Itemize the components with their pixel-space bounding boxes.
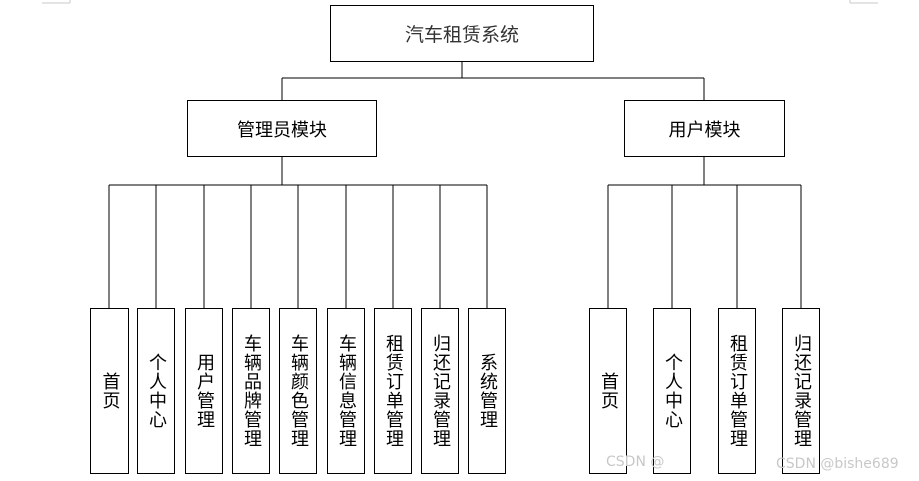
watermark-text-1: CSDN @ xyxy=(606,454,665,470)
leaf-node-admin-profile: 个人中心 xyxy=(137,308,175,474)
leaf-node-admin-system: 系统管理 xyxy=(468,308,506,474)
leaf-node-admin-home: 首页 xyxy=(90,308,129,474)
leaf-node-admin-users: 用户管理 xyxy=(185,308,223,474)
leaf-node-user-return-records: 归还记录管理 xyxy=(782,308,820,474)
connector-lines xyxy=(108,62,802,308)
leaf-node-admin-brand: 车辆品牌管理 xyxy=(232,308,270,474)
root-node: 汽车租赁系统 xyxy=(330,5,594,62)
leaf-node-user-home: 首页 xyxy=(589,308,627,474)
leaf-node-user-rental-orders: 租赁订单管理 xyxy=(718,308,756,474)
page-corner-marks xyxy=(42,0,878,4)
leaf-node-admin-return-records: 归还记录管理 xyxy=(421,308,459,474)
leaf-node-user-profile: 个人中心 xyxy=(653,308,691,474)
module-node-user: 用户模块 xyxy=(624,100,785,157)
module-node-admin: 管理员模块 xyxy=(187,100,377,157)
leaf-node-admin-rental-orders: 租赁订单管理 xyxy=(374,308,412,474)
watermark-text-2: CSDN @bishe689 xyxy=(776,456,899,472)
leaf-node-admin-vehicle-info: 车辆信息管理 xyxy=(327,308,365,474)
leaf-node-admin-color: 车辆颜色管理 xyxy=(279,308,317,474)
